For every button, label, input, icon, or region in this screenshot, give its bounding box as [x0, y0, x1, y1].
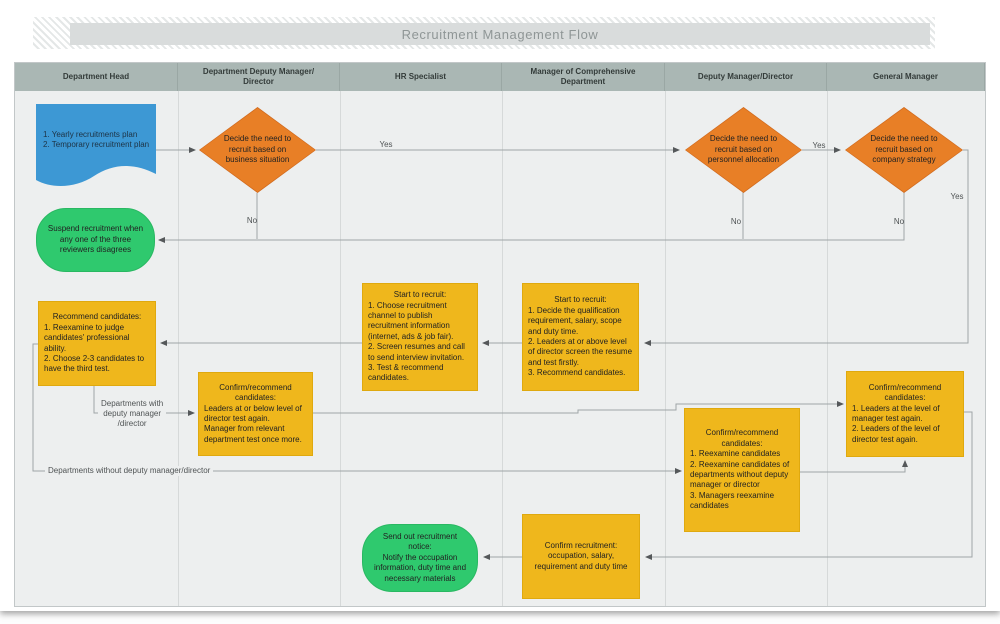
node-mcd-start-to-recruit: Start to recruit: 1. Decide the qualific…: [522, 283, 639, 391]
node-suspend-recruitment: Suspend recruitment when any one of the …: [36, 208, 155, 272]
diagram-canvas: Recruitment Management Flow Department H…: [14, 17, 986, 607]
diamond-text: Decide the need to recruit based on busi…: [223, 134, 292, 165]
edge-label-no-2: No: [730, 217, 742, 226]
lane-header-department-head: Department Head: [15, 63, 178, 91]
edge-label-yes-1: Yes: [379, 140, 393, 149]
lane-header-deputy-manager-director: Deputy Manager/Director: [665, 63, 827, 91]
process-body: 1. Reexamine to judge candidates' profes…: [44, 322, 145, 374]
lane-divider: [827, 91, 828, 606]
lane-header-department-deputy-manager: Department Deputy Manager/ Director: [178, 63, 340, 91]
process-body: 1. Reexamine candidates 2. Reexamine can…: [690, 449, 790, 511]
process-head: Start to recruit:: [554, 295, 607, 305]
lane-divider: [665, 91, 666, 606]
process-head: Confirm/recommend candidates:: [705, 428, 779, 448]
document-shape: [36, 104, 156, 186]
process-body: 1. Leaders at the level of manager test …: [852, 403, 940, 444]
process-body: Leaders at or below level of director te…: [204, 403, 302, 444]
process-body: 1. Choose recruitment channel to publish…: [368, 300, 465, 383]
node-hr-start-to-recruit: Start to recruit: 1. Choose recruitment …: [362, 283, 478, 391]
node-gm-confirm-candidates: Confirm/recommend candidates: 1. Leaders…: [846, 371, 964, 457]
lane-divider: [178, 91, 179, 606]
edge-label-yes-2: Yes: [812, 141, 826, 150]
lane-divider: [340, 91, 341, 606]
lane-header-hr-specialist: HR Specialist: [340, 63, 502, 91]
process-head: Confirm/recommend candidates:: [868, 382, 942, 403]
node-confirm-dept-deputy: Confirm/recommend candidates: Leaders at…: [198, 372, 313, 456]
diamond-text: Decide the need to recruit based on comp…: [870, 134, 938, 165]
edge-label-no-3: No: [893, 217, 905, 226]
process-head: Confirm/recommend candidates:: [219, 382, 292, 403]
edge-label-with-deputy: Departments with deputy manager /directo…: [98, 399, 167, 429]
process-head: Confirm recruitment:: [544, 540, 618, 550]
document-text: 1. Yearly recruitments plan 2. Temporary…: [43, 130, 150, 150]
edge-label-no-1: No: [246, 216, 258, 225]
edge-label-without-deputy: Departments without deputy manager/direc…: [45, 466, 214, 476]
node-confirm-recruitment: Confirm recruitment: occupation, salary,…: [522, 514, 640, 599]
node-send-recruitment-notice: Send out recruitment notice: Notify the …: [362, 524, 478, 592]
process-body: occupation, salary, requirement and duty…: [534, 551, 628, 571]
node-deputy-confirm-candidates: Confirm/recommend candidates: 1. Reexami…: [684, 408, 800, 532]
node-recruitment-plan-document: 1. Yearly recruitments plan 2. Temporary…: [36, 104, 156, 190]
diamond-text: Decide the need to recruit based on pers…: [707, 134, 780, 165]
process-head: Recommend candidates:: [52, 312, 142, 322]
lane-header-general-manager: General Manager: [827, 63, 985, 91]
swimlane-table: Department Head Department Deputy Manage…: [14, 62, 986, 607]
edge-label-yes-3: Yes: [950, 192, 964, 201]
diagram-title-bar: Recruitment Management Flow: [70, 23, 930, 45]
node-recommend-candidates: Recommend candidates: 1. Reexamine to ju…: [38, 301, 156, 386]
lane-header-manager-comprehensive: Manager of Comprehensive Department: [502, 63, 665, 91]
process-head: Start to recruit:: [393, 290, 447, 300]
lane-divider: [502, 91, 503, 606]
process-body: 1. Decide the qualification requirement,…: [528, 305, 633, 378]
diagram-title: Recruitment Management Flow: [401, 26, 599, 42]
